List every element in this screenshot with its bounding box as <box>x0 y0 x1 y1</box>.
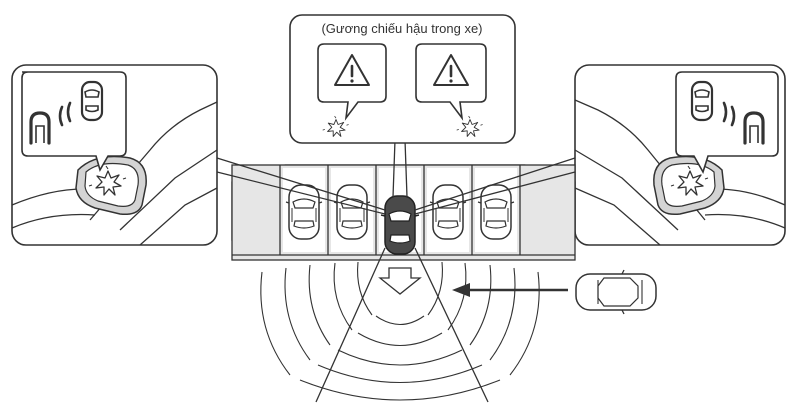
blind-spot-indicator-icon <box>29 80 104 145</box>
inside-mirror-callout: (Gương chiếu hậu trong xe) <box>289 14 516 144</box>
parking-lot <box>231 164 576 261</box>
sight-lines <box>216 139 576 215</box>
left-side-mirror-panel <box>11 64 218 246</box>
car-icon <box>429 184 467 240</box>
right-side-mirror-panel <box>574 64 786 246</box>
own-car-icon <box>380 195 420 255</box>
car-icon <box>333 184 371 240</box>
callout-label: (Gương chiếu hậu trong xe) <box>321 21 482 36</box>
blind-spot-indicator-icon <box>690 80 765 145</box>
approaching-direction-arrow <box>452 283 568 297</box>
approaching-car-icon <box>575 269 657 315</box>
reverse-arrow <box>378 267 422 295</box>
